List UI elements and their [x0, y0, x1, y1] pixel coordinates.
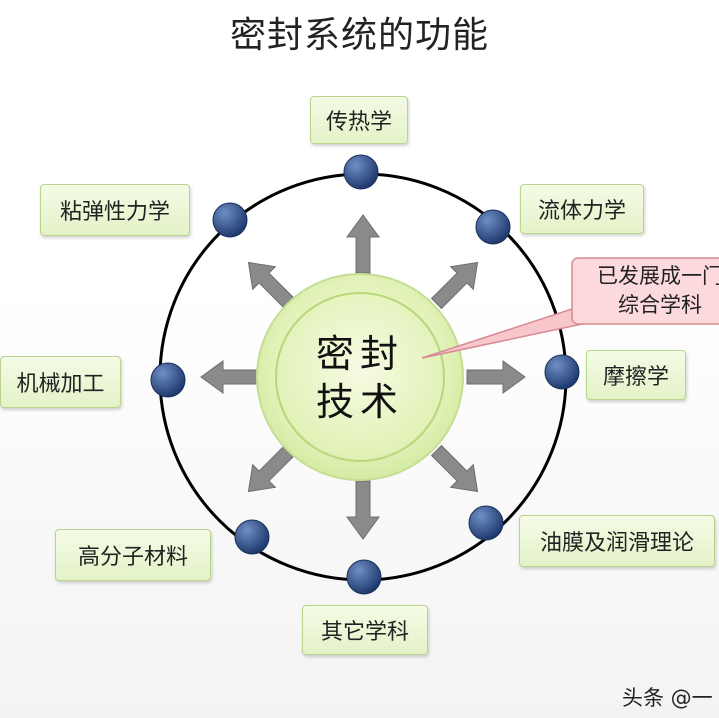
center-label: 密封 技术 — [290, 330, 430, 426]
center-label-line1: 密封 — [315, 332, 404, 376]
arrow-shape-viscoelastic-mechanics — [247, 261, 296, 310]
center-circle-inner — [275, 292, 445, 462]
arrow-shape-heat-transfer — [346, 214, 380, 274]
arrow-shape-fluid-mechanics — [430, 261, 479, 310]
node-dot-tribology — [544, 354, 580, 390]
node-dot-machining — [150, 362, 186, 398]
source-watermark: 头条 @一 — [622, 686, 713, 710]
node-dot-heat-transfer — [343, 154, 379, 190]
arrow-machining — [200, 360, 260, 394]
node-box-machining: 机械加工 — [0, 356, 121, 408]
radial-arrows — [200, 214, 526, 540]
arrow-other-disciplines — [346, 480, 380, 540]
node-dot-viscoelastic-mechanics — [212, 202, 248, 238]
arrow-shape-lubrication-theory — [430, 444, 479, 493]
callout-label-line1: 已发展成一门 — [597, 264, 719, 288]
arrow-heat-transfer — [346, 214, 380, 274]
arrow-polymer-materials — [247, 444, 296, 493]
arrow-viscoelastic-mechanics — [247, 261, 296, 310]
node-box-fluid-mechanics: 流体力学 — [520, 184, 644, 234]
callout-box — [571, 257, 719, 325]
node-box-heat-transfer: 传热学 — [310, 96, 408, 144]
node-box-other-disciplines: 其它学科 — [302, 605, 428, 655]
node-dot-fluid-mechanics — [475, 209, 511, 245]
node-dot-other-disciplines — [346, 559, 382, 595]
center-circle-outer — [256, 273, 464, 481]
node-dot-lubrication-theory — [468, 505, 504, 541]
node-dots — [150, 154, 580, 595]
node-box-lubrication-theory: 油膜及润滑理论 — [519, 515, 715, 567]
node-dot-polymer-materials — [234, 519, 270, 555]
arrow-fluid-mechanics — [430, 261, 479, 310]
callout-label-line2: 综合学科 — [618, 293, 702, 317]
arrow-lubrication-theory — [430, 444, 479, 493]
center-label-line2: 技术 — [315, 380, 404, 424]
callout-label: 已发展成一门 综合学科 — [580, 262, 719, 320]
arrow-shape-machining — [200, 360, 260, 394]
arrow-tribology — [466, 360, 526, 394]
arrow-shape-polymer-materials — [247, 444, 296, 493]
node-box-viscoelastic-mechanics: 粘弹性力学 — [40, 184, 190, 236]
page-title: 密封系统的功能 — [229, 15, 489, 56]
node-box-polymer-materials: 高分子材料 — [55, 529, 211, 581]
node-box-tribology: 摩擦学 — [586, 350, 686, 400]
arrow-shape-tribology — [466, 360, 526, 394]
arrow-shape-other-disciplines — [346, 480, 380, 540]
